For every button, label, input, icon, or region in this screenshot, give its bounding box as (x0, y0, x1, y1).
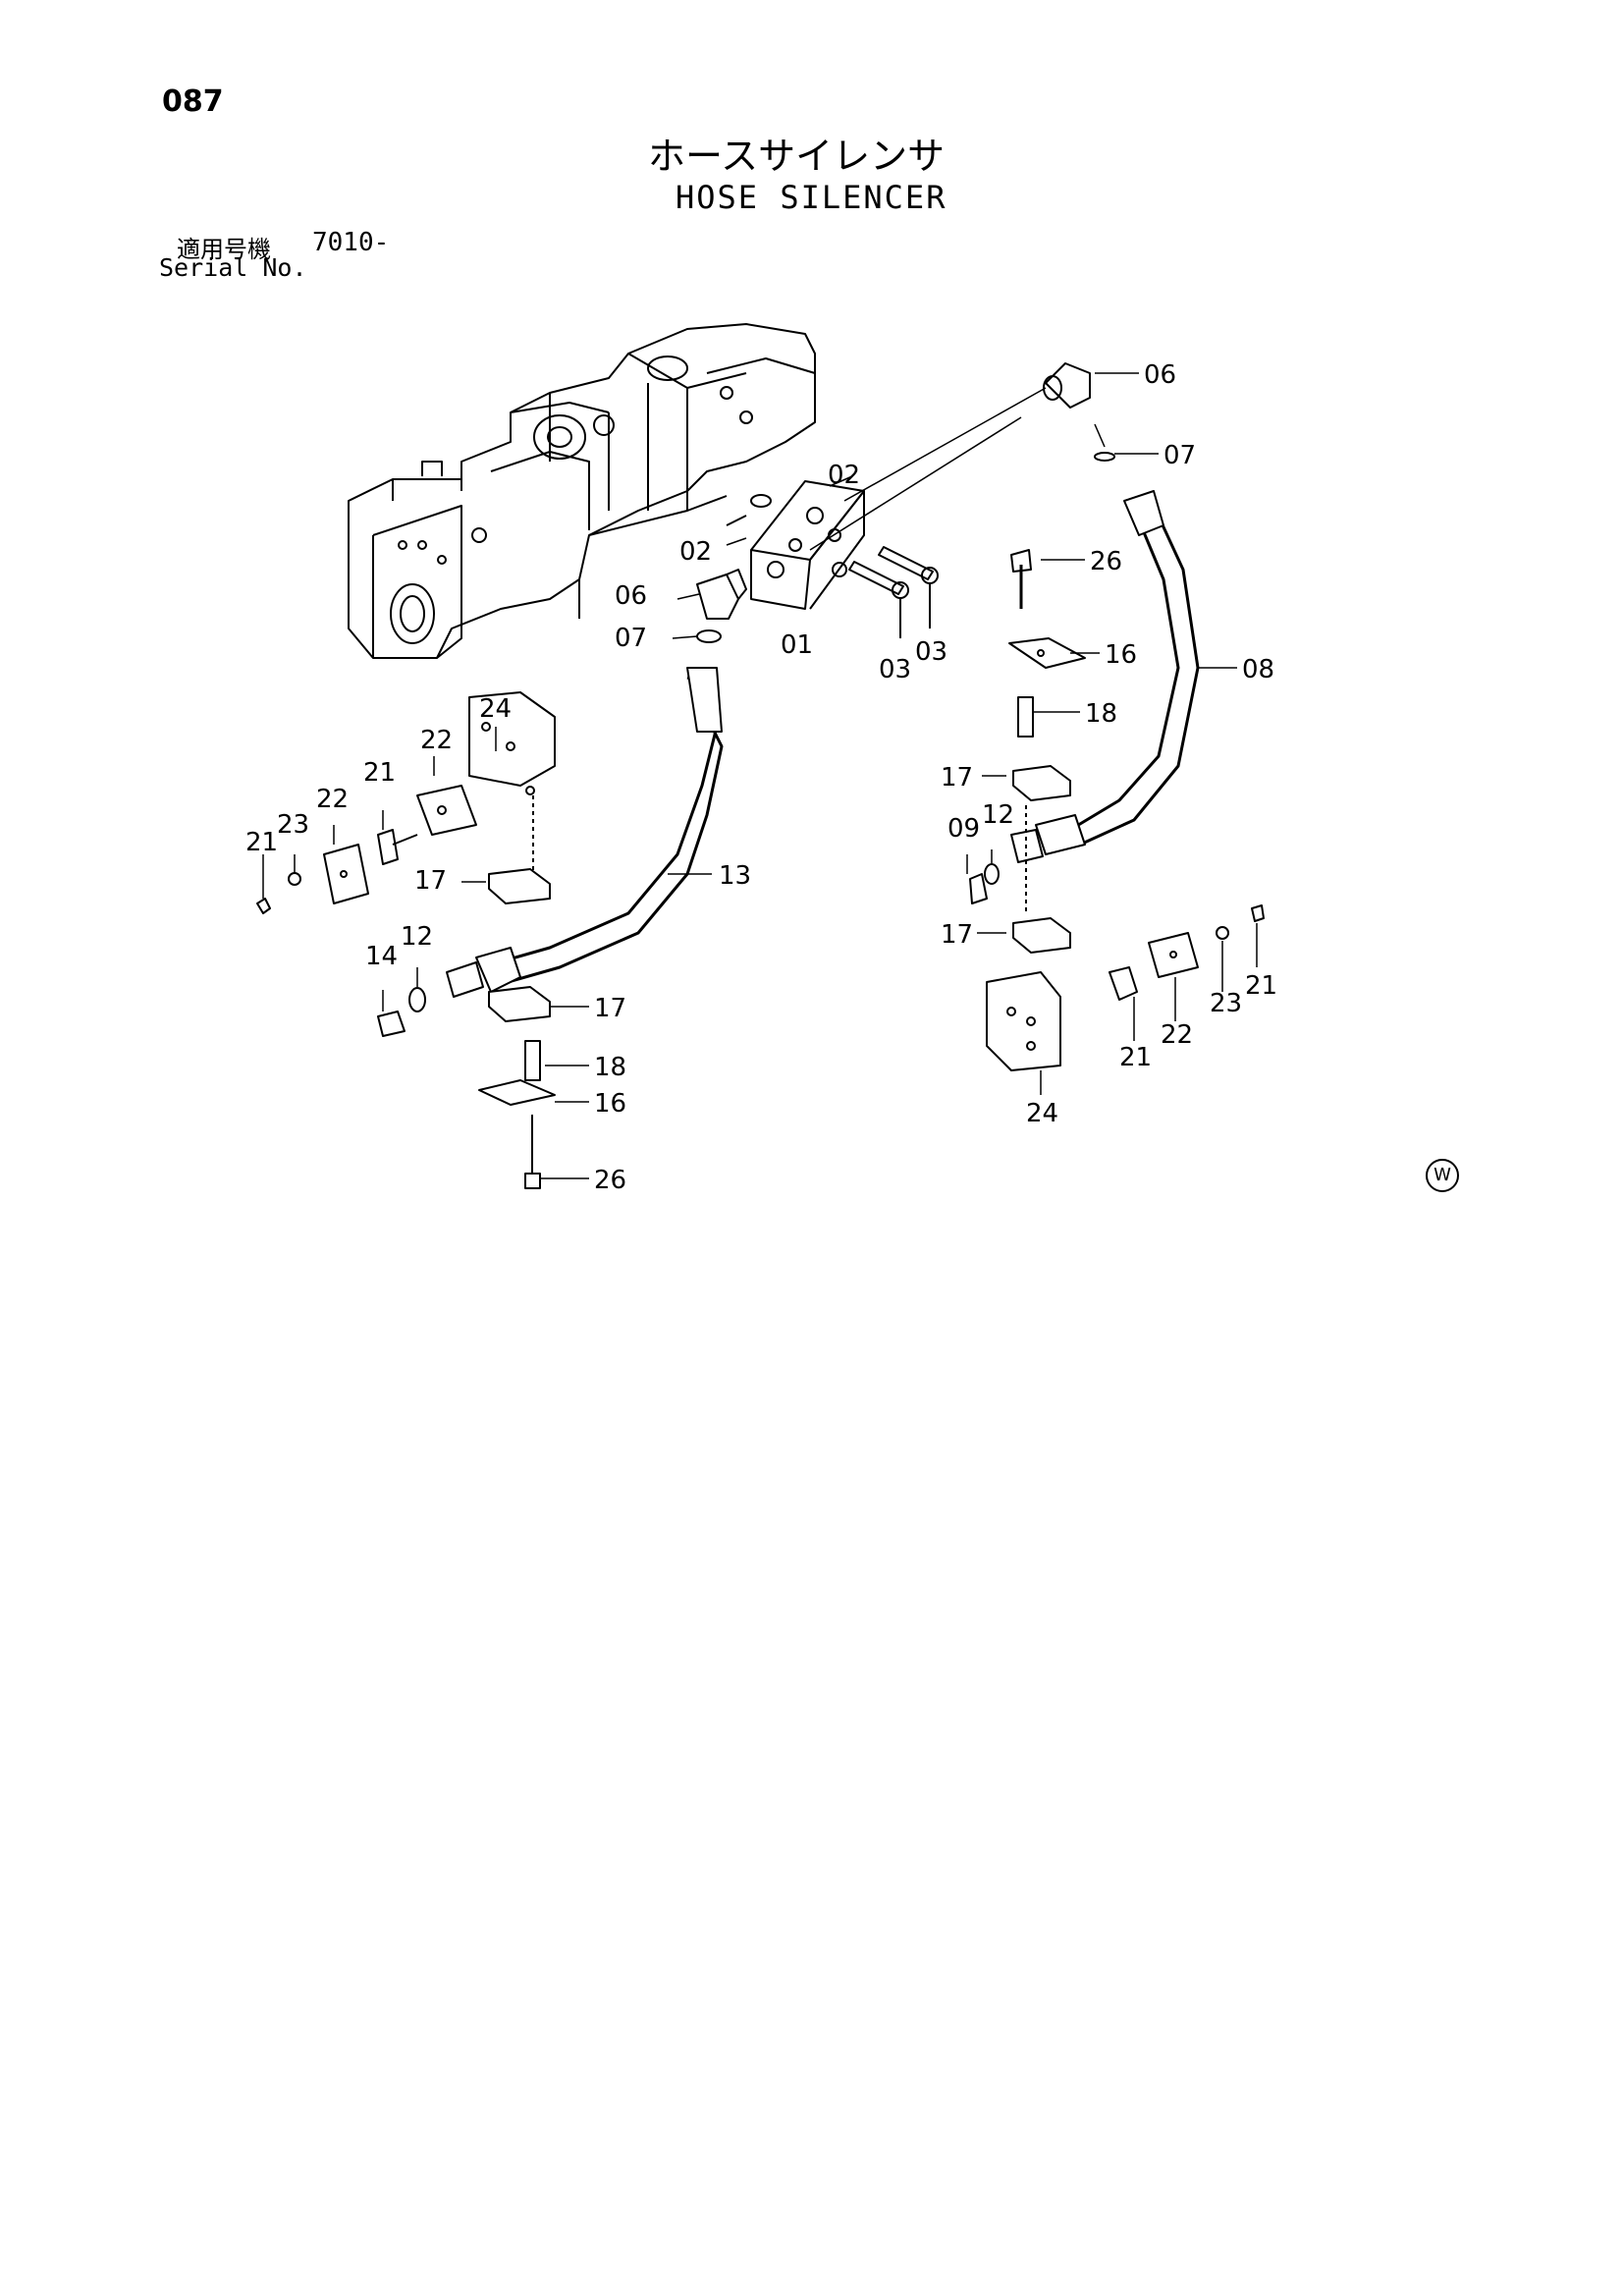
callout-23-right: 23 (1210, 989, 1242, 1018)
page-title-en: HOSE SILENCER (676, 179, 947, 216)
callout-16-left: 16 (594, 1089, 626, 1119)
serial-value: 7010- (312, 228, 390, 257)
region-mark: W (1426, 1159, 1459, 1192)
elbow-fitting-right (1043, 362, 1115, 462)
callout-14: 14 (365, 942, 398, 971)
callout-02-upper: 02 (828, 461, 860, 490)
callout-21-left-end: 21 (245, 828, 278, 857)
callout-21-right-end: 21 (1245, 971, 1277, 1001)
callout-02-lower: 02 (679, 537, 712, 567)
callout-06-right: 06 (1144, 360, 1176, 390)
callout-07-right: 07 (1163, 441, 1196, 470)
callout-24-left: 24 (479, 694, 512, 724)
callout-08: 08 (1242, 655, 1274, 684)
callout-09: 09 (947, 814, 980, 844)
pump-assembly (348, 323, 816, 659)
callout-22-right: 22 (1161, 1020, 1193, 1050)
manifold-block (726, 480, 865, 610)
page-number: 087 (162, 84, 224, 119)
callout-21-right: 21 (1119, 1043, 1152, 1072)
callout-12-right: 12 (982, 800, 1014, 830)
serial-label-jp: 適用号機 (177, 236, 271, 263)
callout-03-b: 03 (915, 637, 947, 667)
serial-label-en: Serial No. (159, 253, 307, 282)
callout-07-left: 07 (615, 624, 647, 653)
callout-13: 13 (719, 861, 751, 891)
callout-17-right-lower: 17 (941, 920, 973, 950)
callout-24-right: 24 (1026, 1099, 1058, 1128)
callout-06-left: 06 (615, 581, 647, 611)
callout-12-left: 12 (401, 922, 433, 952)
elbow-fitting-left (696, 569, 747, 643)
callout-26-right: 26 (1090, 547, 1122, 576)
callout-18-left: 18 (594, 1053, 626, 1082)
hose-left (446, 667, 724, 998)
callout-18-right: 18 (1085, 699, 1117, 729)
callout-22-left-lower: 22 (316, 785, 349, 814)
callout-01: 01 (781, 630, 813, 660)
callout-22-left-upper: 22 (420, 726, 453, 755)
callout-16-right: 16 (1105, 640, 1137, 670)
callout-03-a: 03 (879, 655, 911, 684)
clamp-stack-left (256, 691, 556, 1189)
callout-17-left-upper: 17 (414, 866, 447, 896)
bolts (848, 546, 939, 638)
clamp-stack-right (969, 549, 1265, 1071)
callout-21-left-upper: 21 (363, 758, 396, 788)
callout-17-left-lower: 17 (594, 994, 626, 1023)
page-title-jp: ホースサイレンサ (648, 135, 946, 178)
callout-23-left: 23 (277, 810, 309, 840)
callout-26-left: 26 (594, 1166, 626, 1195)
callout-17-right-upper: 17 (941, 763, 973, 793)
